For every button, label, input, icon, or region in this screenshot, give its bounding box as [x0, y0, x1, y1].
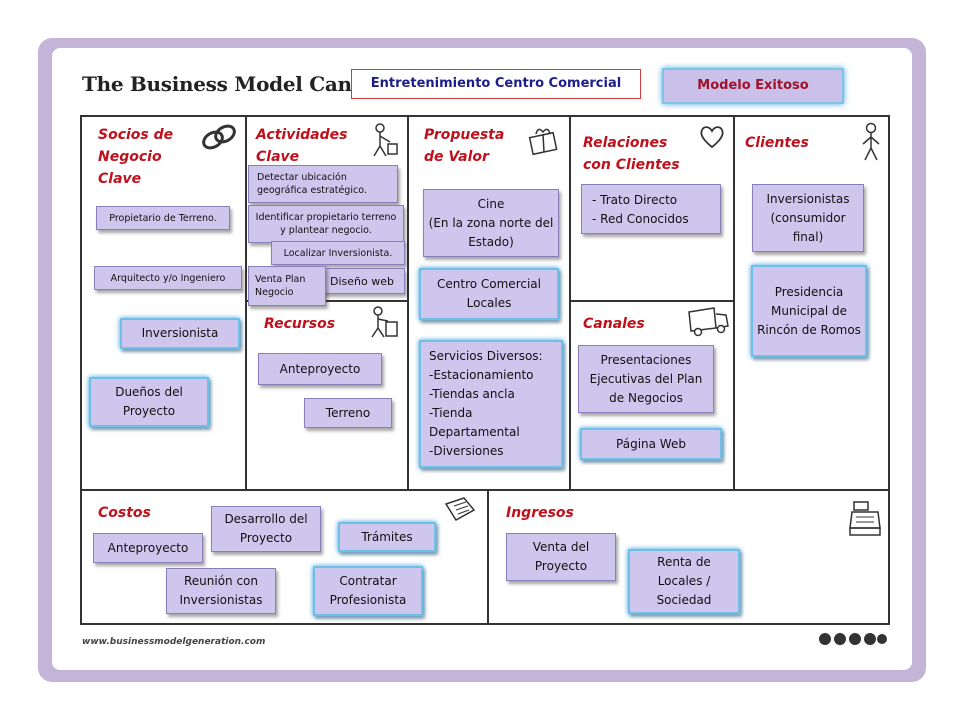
note-arquitecto: Arquitecto y/o Ingeniero: [94, 266, 242, 290]
note-venta-proyecto: Venta del Proyecto: [506, 533, 616, 581]
status-badge: Modelo Exitoso: [662, 68, 844, 104]
cash-register-icon: [849, 501, 881, 536]
worker-icon: [373, 123, 398, 157]
section-actividades-title: Actividades Clave: [256, 127, 348, 165]
truck-icon: [688, 307, 729, 337]
note-propietario-terreno: Propietario de Terreno.: [96, 206, 230, 230]
heart-icon: [700, 126, 724, 149]
section-ingresos-title: Ingresos: [506, 505, 574, 521]
note-venta-plan-negocio: Venta Plan Negocio: [248, 266, 326, 306]
divider-socios: [245, 115, 247, 489]
note-localizar-inversionista: Localizar Inversionista.: [271, 241, 405, 265]
section-costos-title: Costos: [98, 505, 151, 521]
divider-canales: [569, 300, 735, 302]
note-trato-directo: - Trato Directo - Red Conocidos: [581, 184, 721, 234]
section-recursos-title: Recursos: [264, 316, 336, 332]
note-centro-comercial: Centro Comercial Locales: [419, 268, 559, 320]
note-anteproyecto-recursos: Anteproyecto: [258, 353, 382, 385]
section-clientes-title: Clientes: [745, 135, 809, 151]
footer-url: www.businessmodelgeneration.com: [82, 637, 266, 647]
note-inversionistas-clientes: Inversionistas (consumidor final): [752, 184, 864, 252]
note-tramites: Trámites: [338, 522, 436, 552]
divider-propuesta: [569, 115, 571, 489]
divider-actividades: [407, 115, 409, 489]
section-propuesta-title: Propuesta de Valor: [424, 127, 505, 165]
divider-costos: [487, 489, 489, 625]
divider-relaciones: [733, 115, 735, 489]
section-canales-title: Canales: [583, 316, 645, 332]
note-pagina-web: Página Web: [580, 428, 722, 460]
note-identificar-propietario: Identificar propietario terreno y plante…: [248, 205, 404, 243]
note-contratar-profesionista: Contratar Profesionista: [313, 566, 423, 616]
note-inversionista: Inversionista: [120, 318, 240, 349]
gift-icon: [528, 128, 558, 156]
section-socios-title: Socios de Negocio Clave: [98, 127, 174, 187]
note-servicios-diversos: Servicios Diversos: -Estacionamiento -Ti…: [419, 340, 563, 468]
note-reunion-inversionistas: Reunión con Inversionistas: [166, 568, 276, 614]
license-icon: [819, 633, 887, 645]
section-relaciones-title: Relaciones con Clientes: [583, 135, 680, 173]
note-terreno: Terreno: [304, 398, 392, 428]
note-anteproyecto-costos: Anteproyecto: [93, 533, 203, 563]
note-duenos-proyecto: Dueños del Proyecto: [89, 377, 209, 427]
person-icon: [862, 122, 880, 161]
chain-link-icon: [202, 124, 236, 150]
price-tag-icon: [444, 497, 476, 522]
note-cine: Cine (En la zona norte del Estado): [423, 189, 559, 257]
note-presidencia-municipal: Presidencia Municipal de Rincón de Romos: [751, 265, 867, 357]
note-renta-locales: Renta de Locales / Sociedad: [628, 549, 740, 614]
divider-recursos: [245, 300, 409, 302]
note-detectar-ubicacion: Detectar ubicación geográfica estratégic…: [248, 165, 398, 203]
page-title: The Business Model Canvas: [82, 72, 387, 96]
note-desarrollo-proyecto: Desarrollo del Proyecto: [211, 506, 321, 552]
subject-box: Entretenimiento Centro Comercial: [351, 69, 641, 99]
divider-bottom: [80, 489, 890, 491]
note-presentaciones: Presentaciones Ejecutivas del Plan de Ne…: [578, 345, 714, 413]
canvas-grid: [80, 115, 890, 625]
factory-worker-icon: [371, 306, 398, 338]
note-diseno-web: Diseño web: [319, 268, 405, 294]
